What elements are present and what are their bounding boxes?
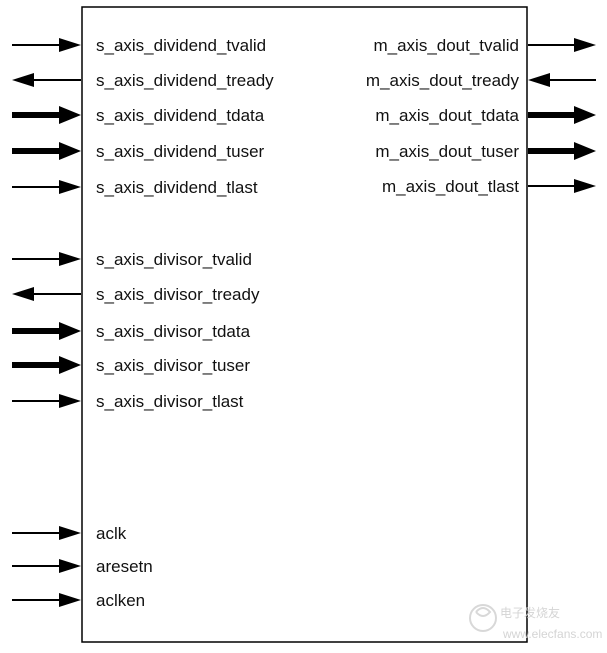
port-arrow-s-axis-dividend-tdata xyxy=(12,106,81,124)
port-label-m-axis-dout-tvalid: m_axis_dout_tvalid xyxy=(373,36,519,55)
port-label-m-axis-dout-tlast: m_axis_dout_tlast xyxy=(382,177,519,196)
port-arrow-m-axis-dout-tready xyxy=(528,73,596,87)
port-label-s-axis-dividend-tvalid: s_axis_dividend_tvalid xyxy=(96,36,266,55)
port-arrow-s-axis-dividend-tlast xyxy=(12,180,81,194)
port-label-s-axis-divisor-tuser: s_axis_divisor_tuser xyxy=(96,356,250,375)
watermark-logo-text: 电子发烧友 xyxy=(500,605,560,620)
port-arrow-s-axis-dividend-tvalid xyxy=(12,38,81,52)
port-arrow-s-axis-divisor-tlast xyxy=(12,394,81,408)
watermark-logo xyxy=(469,604,497,632)
watermark-url: www.elecfans.com xyxy=(502,627,602,641)
port-arrow-m-axis-dout-tvalid xyxy=(528,38,596,52)
port-label-s-axis-divisor-tdata: s_axis_divisor_tdata xyxy=(96,322,251,341)
port-label-m-axis-dout-tuser: m_axis_dout_tuser xyxy=(375,142,519,161)
port-label-m-axis-dout-tready: m_axis_dout_tready xyxy=(366,71,520,90)
port-arrow-m-axis-dout-tdata xyxy=(528,106,596,124)
port-label-aclk: aclk xyxy=(96,524,127,543)
watermark: 电子发烧友 www.elecfans.com xyxy=(469,604,602,641)
port-label-s-axis-divisor-tvalid: s_axis_divisor_tvalid xyxy=(96,250,252,269)
port-label-s-axis-dividend-tlast: s_axis_dividend_tlast xyxy=(96,178,258,197)
port-label-s-axis-divisor-tready: s_axis_divisor_tready xyxy=(96,285,260,304)
right-port-group: m_axis_dout_tvalid m_axis_dout_tready m_ax… xyxy=(366,36,596,196)
port-arrow-aclken xyxy=(12,593,81,607)
port-arrow-s-axis-divisor-tready xyxy=(12,287,81,301)
port-label-aclken: aclken xyxy=(96,591,145,610)
port-arrow-m-axis-dout-tuser xyxy=(528,142,596,160)
port-label-m-axis-dout-tdata: m_axis_dout_tdata xyxy=(375,106,519,125)
left-port-group: s_axis_dividend_tvalid s_axis_dividend_tr… xyxy=(12,36,274,610)
port-arrow-s-axis-dividend-tready xyxy=(12,73,81,87)
port-label-s-axis-dividend-tready: s_axis_dividend_tready xyxy=(96,71,274,90)
port-arrow-s-axis-divisor-tdata xyxy=(12,322,81,340)
port-label-s-axis-dividend-tuser: s_axis_dividend_tuser xyxy=(96,142,265,161)
port-label-aresetn: aresetn xyxy=(96,557,153,576)
port-arrow-s-axis-divisor-tvalid xyxy=(12,252,81,266)
port-arrow-aresetn xyxy=(12,559,81,573)
port-arrow-s-axis-divisor-tuser xyxy=(12,356,81,374)
port-arrow-aclk xyxy=(12,526,81,540)
port-arrow-s-axis-dividend-tuser xyxy=(12,142,81,160)
block-outline xyxy=(81,6,528,643)
port-label-s-axis-dividend-tdata: s_axis_dividend_tdata xyxy=(96,106,265,125)
port-label-s-axis-divisor-tlast: s_axis_divisor_tlast xyxy=(96,392,244,411)
port-arrow-m-axis-dout-tlast xyxy=(528,179,596,193)
